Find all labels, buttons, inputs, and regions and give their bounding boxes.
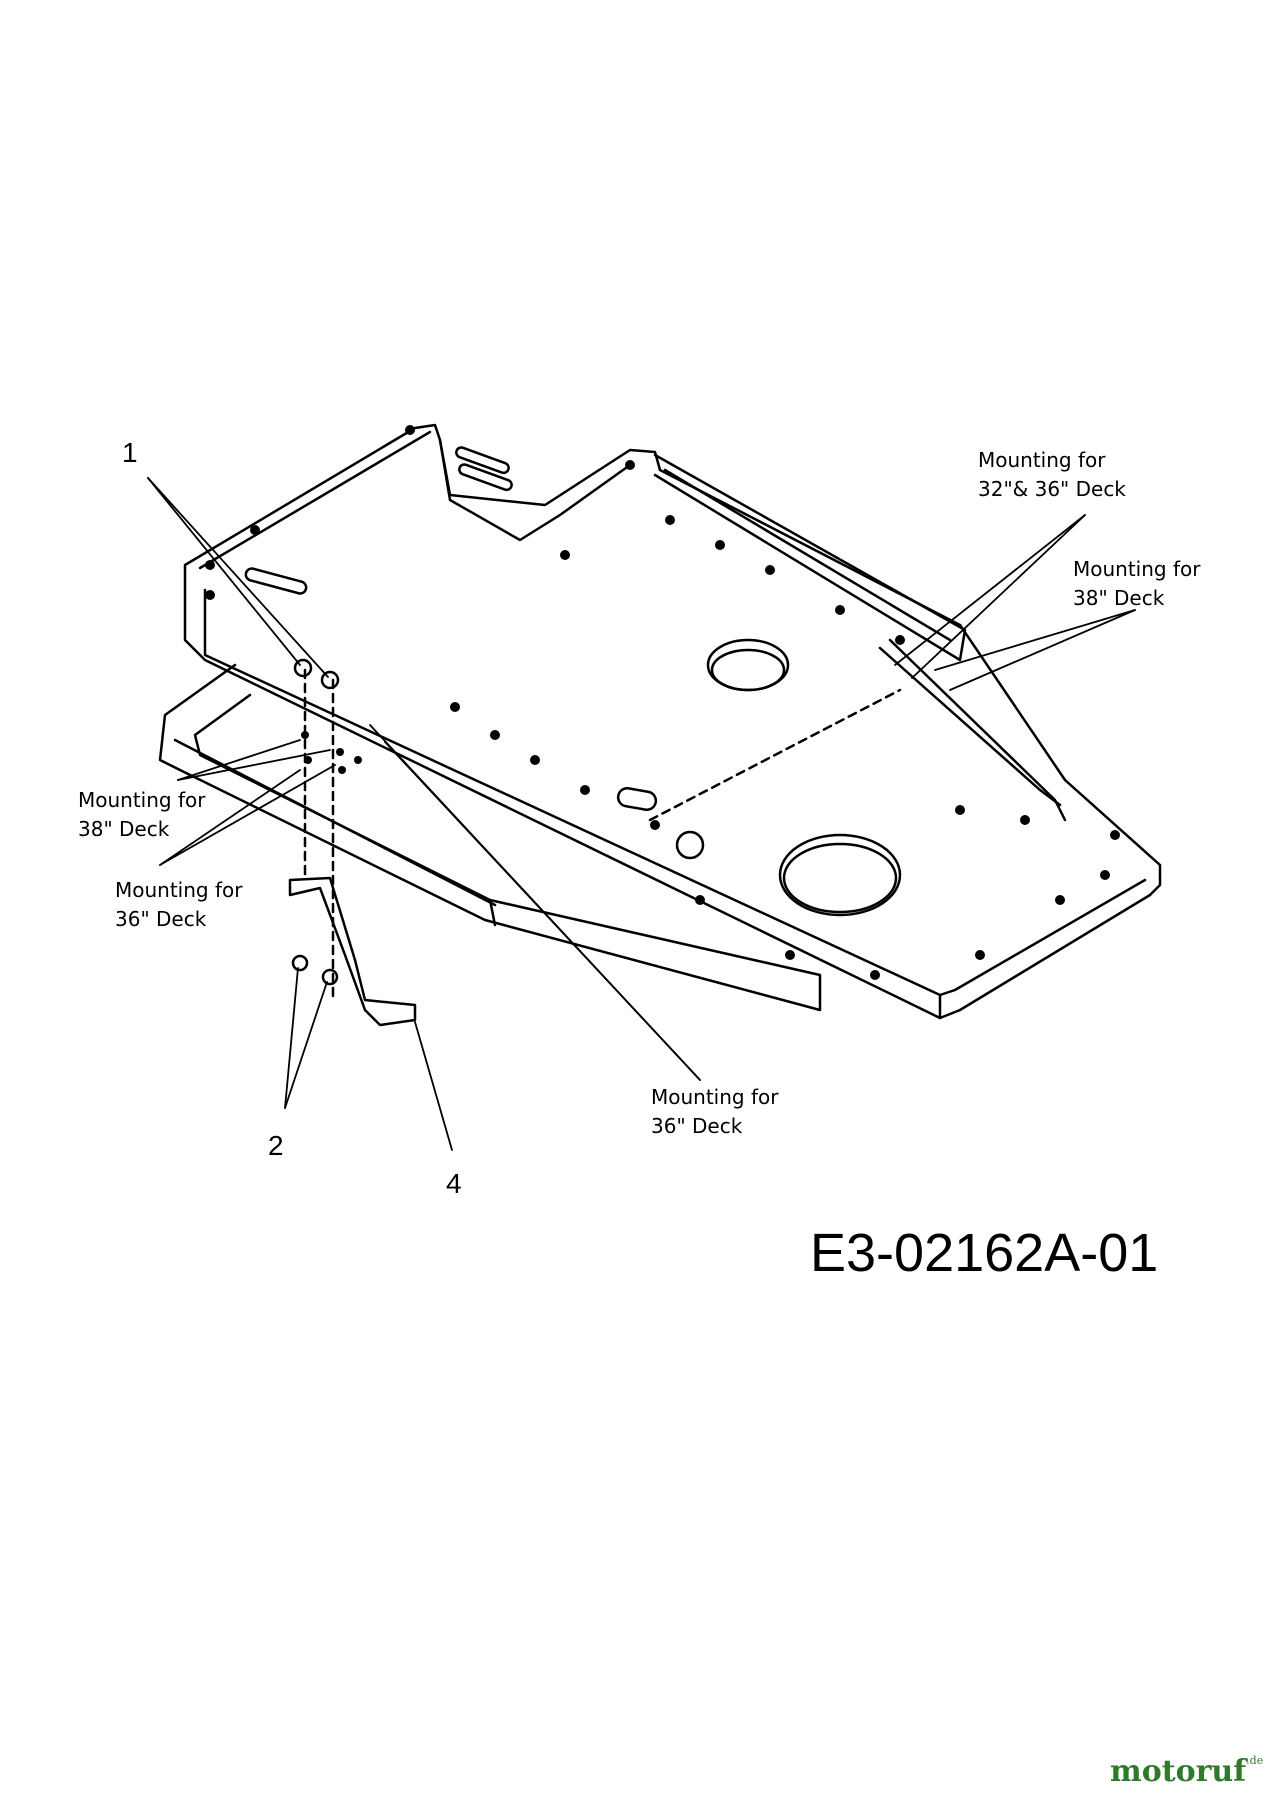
left-arm bbox=[158, 663, 822, 1012]
label-line: Mounting for bbox=[651, 1085, 779, 1109]
brand-suffix: .de bbox=[1246, 1754, 1264, 1767]
hole bbox=[695, 895, 705, 905]
callout-4: 4 bbox=[446, 1168, 462, 1199]
right-rail-inner bbox=[663, 468, 952, 642]
left-arm-inner bbox=[173, 738, 497, 907]
hole bbox=[338, 766, 346, 774]
hole bbox=[955, 805, 965, 815]
hole bbox=[301, 731, 309, 739]
hole bbox=[870, 970, 880, 980]
right-rail bbox=[653, 453, 967, 662]
frame-plate-outline bbox=[183, 423, 1162, 1020]
leader-38-left-b bbox=[177, 749, 331, 781]
brand-name: motoruf bbox=[1110, 1754, 1247, 1789]
label-mounting-36-deck-bottom: Mounting for 36" Deck bbox=[651, 1083, 778, 1141]
label-mounting-32-36-deck: Mounting for 32"& 36" Deck bbox=[978, 446, 1126, 504]
label-line: 36" Deck bbox=[651, 1114, 743, 1138]
label-line: 38" Deck bbox=[78, 817, 170, 841]
hole bbox=[975, 950, 985, 960]
hole bbox=[450, 702, 460, 712]
slot-left bbox=[244, 567, 308, 595]
leader-1b bbox=[147, 477, 329, 678]
hole bbox=[1110, 830, 1120, 840]
hole bbox=[205, 590, 215, 600]
hole bbox=[665, 515, 675, 525]
label-line: 32"& 36" Deck bbox=[978, 477, 1126, 501]
leader-32-36-b bbox=[911, 514, 1086, 679]
hole bbox=[835, 605, 845, 615]
nut-1 bbox=[291, 954, 309, 972]
hole bbox=[650, 820, 660, 830]
leader-38-right-a bbox=[934, 609, 1136, 671]
hole bbox=[250, 525, 260, 535]
label-mounting-36-deck-left: Mounting for 36" Deck bbox=[115, 876, 242, 934]
leader-38-right-b bbox=[949, 609, 1136, 691]
hole bbox=[1020, 815, 1030, 825]
label-line: Mounting for bbox=[78, 788, 206, 812]
leader-2a bbox=[284, 967, 299, 1109]
left-arm-tube bbox=[488, 898, 497, 927]
hole bbox=[336, 748, 344, 756]
leader-36-bottom-b bbox=[384, 741, 701, 1081]
bolt-2 bbox=[320, 670, 340, 690]
leader-38-left-a bbox=[177, 739, 301, 781]
hole bbox=[580, 785, 590, 795]
label-line: Mounting for bbox=[115, 878, 243, 902]
hole bbox=[765, 565, 775, 575]
hole bbox=[304, 756, 312, 764]
pulley-opening-large bbox=[778, 833, 902, 917]
frame-top-edge bbox=[198, 430, 432, 570]
callout-1: 1 bbox=[122, 437, 138, 468]
bracket-part-4 bbox=[288, 876, 417, 1027]
leader-4 bbox=[414, 1021, 453, 1151]
drawing-code: E3-02162A-01 bbox=[810, 1223, 1159, 1283]
link-bar bbox=[878, 646, 1062, 807]
bolt-1 bbox=[293, 658, 313, 678]
hole bbox=[785, 950, 795, 960]
nut-2 bbox=[321, 968, 339, 986]
hole bbox=[530, 755, 540, 765]
leader-32-36-a bbox=[894, 514, 1086, 666]
pulley-opening-small-inner bbox=[710, 648, 786, 692]
slot-rear-2 bbox=[458, 463, 513, 492]
hole bbox=[560, 550, 570, 560]
hole-center bbox=[675, 830, 705, 860]
label-mounting-38-deck-left: Mounting for 38" Deck bbox=[78, 786, 205, 844]
hole bbox=[895, 635, 905, 645]
hole bbox=[1055, 895, 1065, 905]
hole bbox=[625, 460, 635, 470]
pulley-opening-large-inner bbox=[782, 842, 898, 914]
label-line: Mounting for bbox=[1073, 557, 1201, 581]
leader-1a bbox=[147, 477, 301, 666]
hole bbox=[1100, 870, 1110, 880]
link-bar-2 bbox=[888, 638, 1067, 822]
slot-center bbox=[616, 787, 658, 811]
leader-36-left-a bbox=[159, 769, 301, 866]
callout-2: 2 bbox=[268, 1130, 284, 1161]
leader-36-left-b bbox=[159, 764, 336, 866]
hole bbox=[354, 756, 362, 764]
hole bbox=[490, 730, 500, 740]
label-line: 36" Deck bbox=[115, 907, 207, 931]
hole bbox=[205, 560, 215, 570]
label-line: 38" Deck bbox=[1073, 586, 1165, 610]
assembly-line-rear bbox=[648, 688, 902, 822]
leader-2b bbox=[284, 981, 328, 1109]
hole bbox=[715, 540, 725, 550]
hole bbox=[405, 425, 415, 435]
rear-housing bbox=[438, 438, 632, 542]
label-mounting-38-deck-right: Mounting for 38" Deck bbox=[1073, 555, 1200, 613]
slot-rear-1 bbox=[455, 446, 510, 475]
brand-watermark[interactable]: motoruf.de bbox=[1110, 1754, 1263, 1789]
label-line: Mounting for bbox=[978, 448, 1106, 472]
